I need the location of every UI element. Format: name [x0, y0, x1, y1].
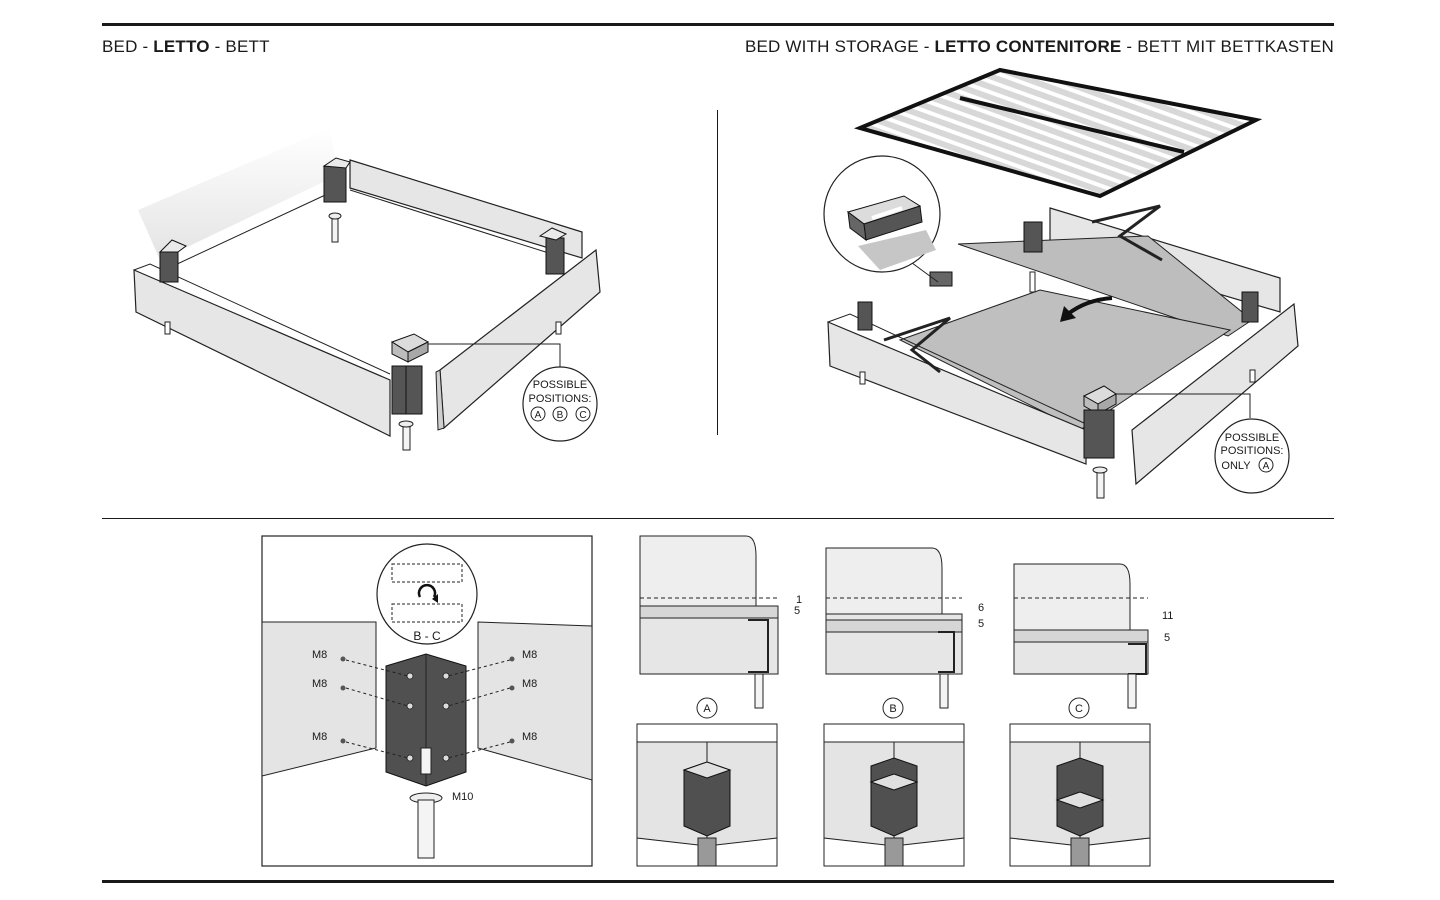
- position-profiles: 1 5 A 6 5 B 11 5 C: [636, 535, 1173, 867]
- svg-text:5: 5: [978, 618, 984, 630]
- svg-text:M8: M8: [522, 731, 537, 743]
- bracket-detail-box: M10 M8 M8 M8 M8 M8 M8 B - C: [261, 535, 593, 867]
- svg-text:M8: M8: [522, 678, 537, 690]
- svg-text:POSSIBLE: POSSIBLE: [1225, 432, 1279, 444]
- svg-text:POSITIONS:: POSITIONS:: [1221, 445, 1284, 457]
- vertical-divider: [717, 110, 718, 435]
- svg-text:6: 6: [978, 602, 984, 614]
- svg-text:11: 11: [1162, 610, 1173, 622]
- svg-text:B - C: B - C: [413, 629, 441, 643]
- svg-text:5: 5: [1164, 632, 1170, 644]
- bed-frame-drawing: POSSIBLE POSITIONS: A B C: [133, 128, 601, 451]
- heading-bed-with-storage: BED WITH STORAGE - LETTO CONTENITORE - B…: [744, 37, 1334, 56]
- svg-text:ONLY: ONLY: [1221, 460, 1251, 472]
- svg-text:B: B: [889, 703, 896, 715]
- svg-text:M8: M8: [312, 731, 327, 743]
- bottom-rule: [102, 880, 1334, 883]
- svg-text:M8: M8: [522, 649, 537, 661]
- rotate-icon: [417, 583, 437, 598]
- corner-bracket-left: [158, 239, 187, 283]
- svg-text:1: 1: [796, 594, 802, 606]
- storage-corner-bracket-front: [1082, 385, 1117, 499]
- svg-text:M10: M10: [452, 791, 473, 803]
- svg-text:C: C: [579, 410, 586, 421]
- top-rule: [102, 23, 1334, 26]
- svg-text:5: 5: [794, 605, 800, 617]
- rotate-inset: [376, 543, 478, 645]
- corner-bracket-front: [390, 333, 430, 451]
- corner-bracket-right: [538, 227, 568, 275]
- heading-bed: BED - LETTO - BETT: [102, 37, 270, 56]
- storage-bed-drawing: POSSIBLE POSITIONS: ONLY A: [823, 67, 1299, 499]
- middle-rule: [102, 518, 1334, 519]
- svg-text:B: B: [557, 410, 564, 421]
- svg-text:A: A: [535, 410, 542, 421]
- svg-text:A: A: [703, 703, 711, 715]
- svg-text:A: A: [1263, 461, 1270, 472]
- svg-text:POSSIBLE: POSSIBLE: [533, 379, 587, 391]
- callout-bed-positions: [522, 366, 598, 442]
- corner-bracket-back: [322, 157, 351, 243]
- svg-text:M8: M8: [312, 649, 327, 661]
- callout-storage-positions: [1214, 418, 1290, 494]
- svg-text:C: C: [1075, 703, 1083, 715]
- svg-text:M8: M8: [312, 678, 327, 690]
- svg-text:POSITIONS:: POSITIONS:: [529, 393, 592, 405]
